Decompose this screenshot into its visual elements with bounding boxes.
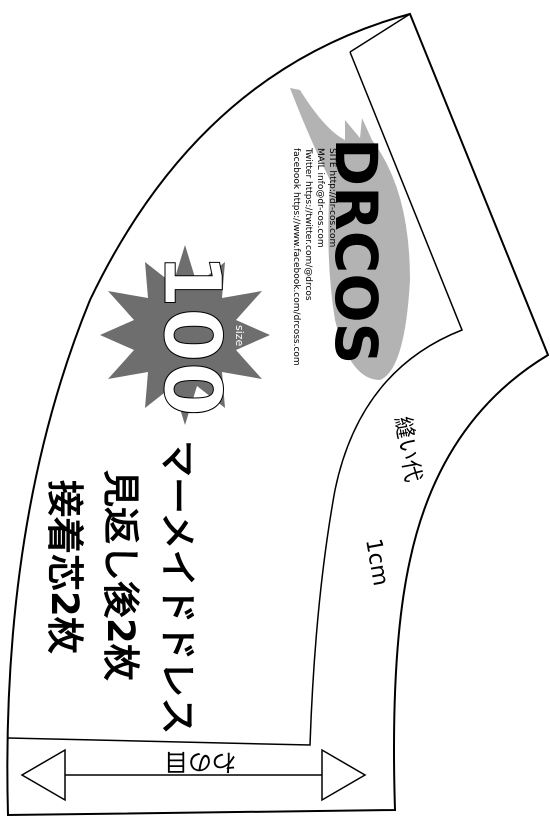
logo-text: DRCOS [322,138,390,364]
grain-label: わの目 [164,748,236,776]
sewing-line-top [349,13,411,53]
site-url: SITE http://dr-cos.com [327,148,337,247]
mail-address: MAIL info@dr-cos.com [315,148,325,248]
size-label: size [233,325,246,347]
twitter-url: Twitter https://twitter.com/@drcos [303,147,313,301]
grain-arrow [20,748,367,802]
piece-title-line-3: 接着芯2枚 [43,480,86,654]
sewing-line [7,51,463,746]
cutting-line [6,12,550,817]
piece-title-line-2: 見返し後2枚 [99,470,142,681]
size-value: 100 [146,254,236,417]
logo-leaf-shape [290,88,410,380]
facebook-url: facebook https://www.facebook.com/drcoss… [291,148,301,366]
piece-title-line-1: マーメイドドレス [156,440,199,735]
size-starburst-badge [100,245,270,425]
